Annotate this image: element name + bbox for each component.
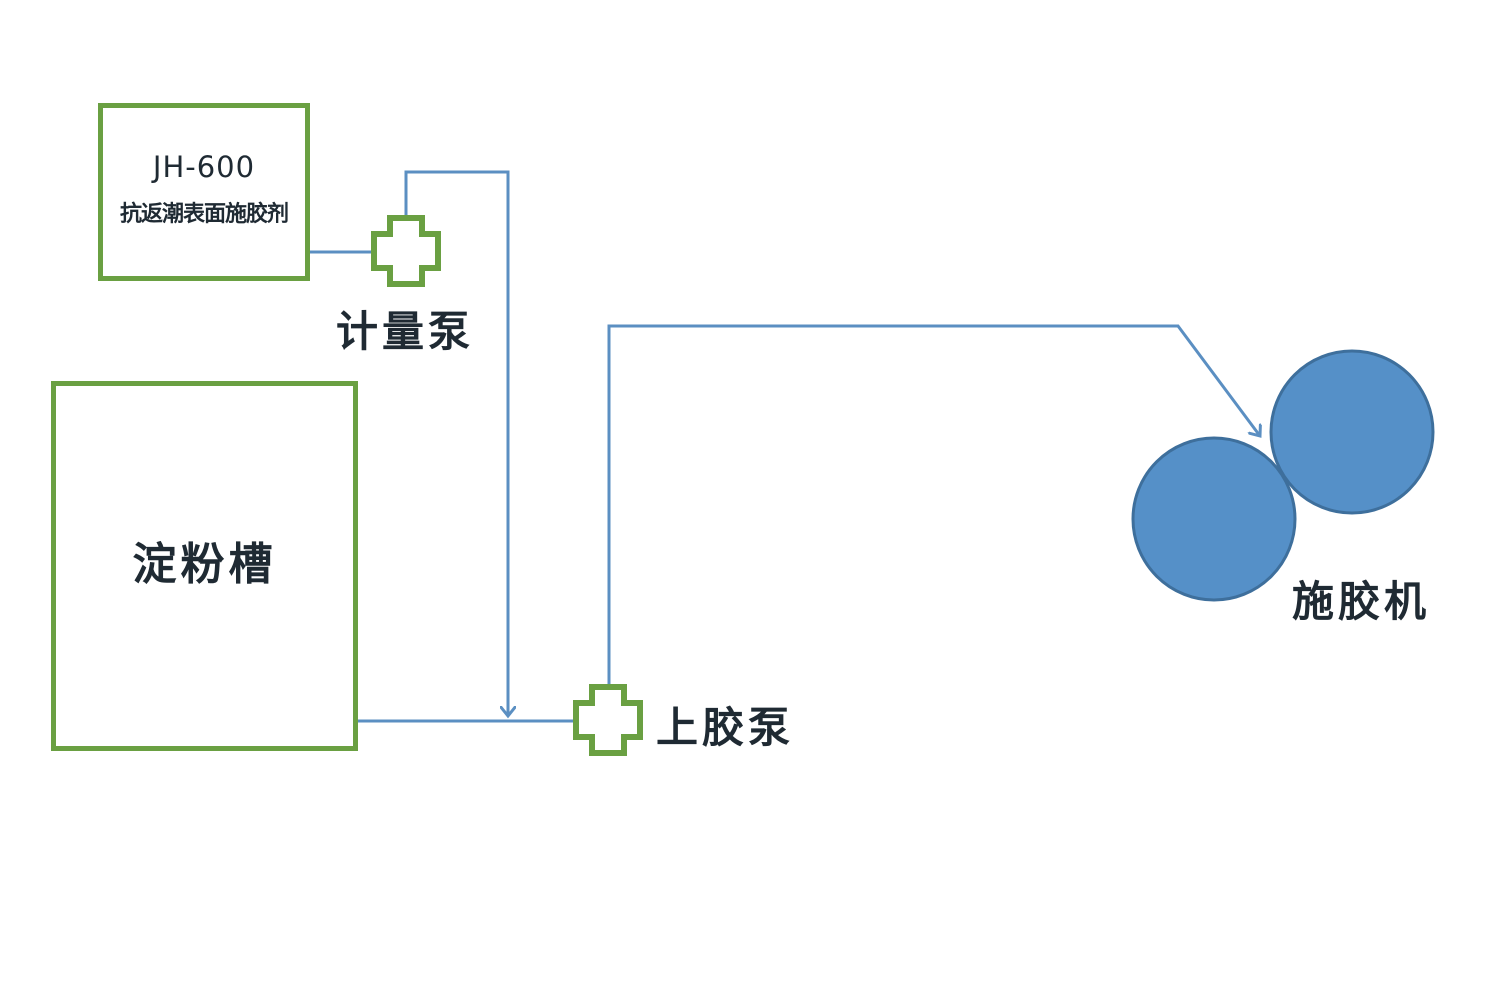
metering-pump-label: 计量泵 [336, 307, 475, 356]
agent-tank-name: 抗返潮表面施胶剂 [119, 202, 289, 227]
feed-pump-cross-icon [573, 684, 643, 756]
starch-tank-label: 淀粉槽 [132, 539, 277, 590]
agent-tank-model: JH-600 [152, 150, 256, 184]
feed-pump-label: 上胶泵 [656, 703, 795, 752]
pipe-feed-pump-to-size-press [607, 324, 1260, 686]
size-press-upper-roller-icon [1269, 349, 1435, 515]
size-press-label: 施胶机 [1292, 577, 1431, 626]
agent-tank-box [98, 103, 310, 281]
metering-pump-cross-icon [371, 215, 441, 287]
pipe-meter-pump-to-main-line [404, 170, 508, 716]
starch-tank-box [51, 381, 358, 751]
size-press-lower-roller-icon [1131, 436, 1297, 602]
